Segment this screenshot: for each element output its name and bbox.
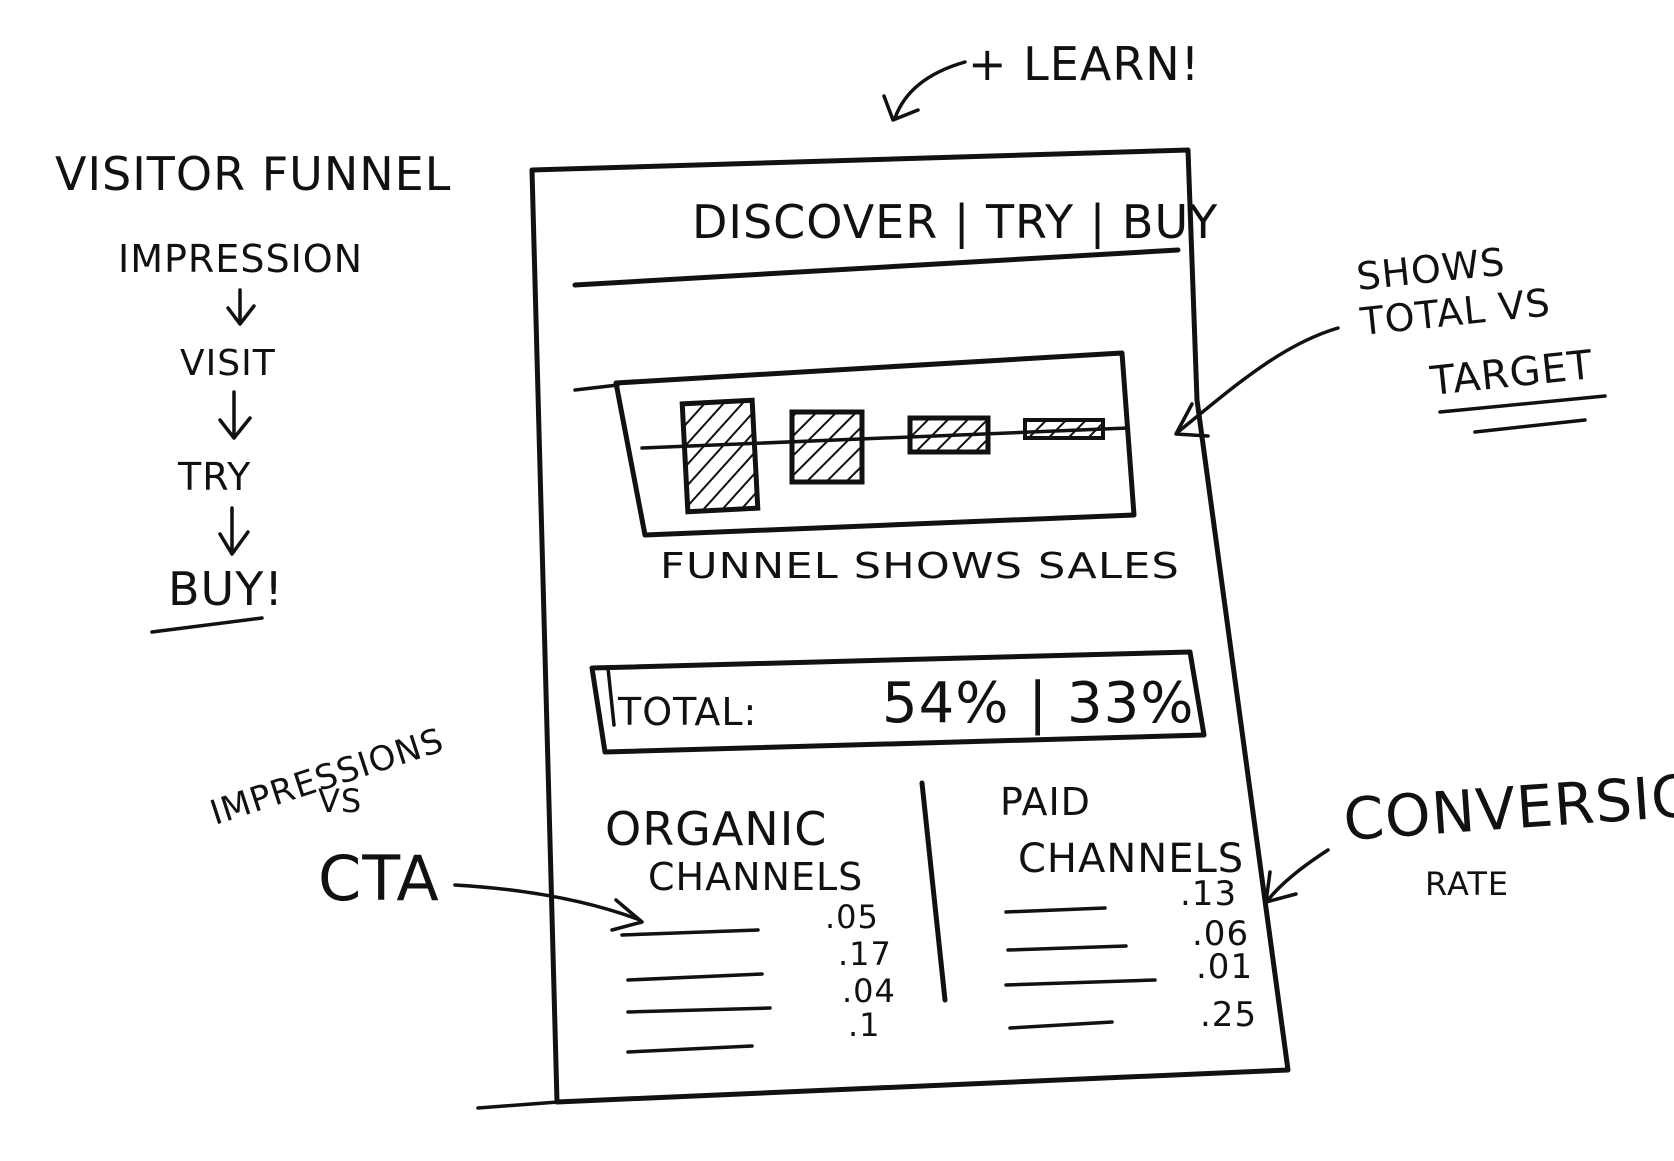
total-box (589, 649, 1207, 755)
visitor-funnel-title: Visitor Funnel (55, 147, 451, 201)
funnel-bar-try (907, 415, 991, 455)
conversion-note-line1: Conversion (1341, 758, 1674, 854)
total-values: 54% | 33% (882, 671, 1194, 736)
organic-row-line (620, 928, 760, 937)
mockup-header-title: Discover | Try | Buy (692, 195, 1218, 250)
paid-row-line (1004, 978, 1157, 987)
funnel-step-visit: Visit (180, 343, 276, 384)
organic-row-line (626, 972, 764, 982)
arrow-to-organic-icon (453, 883, 644, 932)
target-underline (1438, 394, 1607, 434)
paid-rate-4: .25 (1200, 995, 1257, 1035)
channels-divider (919, 780, 948, 1003)
funnel-chart-box (613, 350, 1137, 538)
ground-line (476, 1100, 560, 1110)
impressions-vs-cta-note: Impressions vs CTA (205, 720, 644, 932)
down-arrow-icon (218, 506, 250, 556)
organic-rate-1: .05 (825, 898, 879, 936)
visitor-funnel-notes: Visitor Funnel Impression Visit Try Buy! (55, 147, 451, 634)
paid-title-line1: Paid (1000, 780, 1091, 824)
organic-row-line (626, 1044, 754, 1054)
funnel-bars (679, 397, 1105, 515)
shows-total-note: Shows Total vs Target (1174, 240, 1607, 438)
paid-rate-2: .06 (1192, 914, 1249, 954)
organic-row-line (626, 1006, 772, 1014)
chart-axis-stub (573, 383, 620, 392)
paid-title-line2: Channels (1018, 836, 1244, 882)
paid-row-line (1008, 1020, 1114, 1030)
paid-rate-1: .13 (1180, 874, 1237, 914)
learn-note: + Learn! (882, 37, 1200, 122)
paid-channels-panel: Paid Channels .13 .06 .01 .25 (1000, 780, 1257, 1035)
funnel-bar-impression (679, 397, 761, 515)
paid-row-line (1004, 906, 1107, 914)
dashboard-mockup: Discover | Try | Buy Funnel Shows Sales … (476, 147, 1291, 1110)
arrow-to-mockup-icon (882, 60, 967, 122)
header-divider (572, 247, 1181, 288)
organic-rate-3: .04 (842, 972, 896, 1010)
paid-rate-3: .01 (1196, 947, 1253, 987)
down-arrow-icon (218, 390, 252, 440)
conversion-note-line2: Rate (1425, 865, 1509, 903)
funnel-caption: Funnel Shows Sales (660, 546, 1180, 587)
learn-note-text: + Learn! (968, 37, 1200, 91)
organic-title-line1: Organic (605, 802, 827, 856)
funnel-bar-buy (1023, 418, 1105, 440)
organic-rate-2: .17 (838, 935, 892, 973)
shows-note-line3: Target (1427, 342, 1595, 405)
conversion-rate-note: Conversion Rate (1264, 758, 1674, 904)
funnel-step-buy: Buy! (168, 562, 284, 616)
down-arrow-icon (226, 288, 256, 326)
underline-stroke (150, 616, 264, 634)
organic-channels-panel: Organic Channels .05 .17 .04 .1 (605, 802, 896, 1054)
impressions-note-line3: CTA (318, 842, 440, 915)
impressions-note-line2: vs (318, 782, 362, 820)
organic-title-line2: Channels (648, 855, 863, 899)
total-box-edge (606, 666, 616, 727)
funnel-bar-visit (789, 409, 865, 485)
organic-rate-4: .1 (848, 1006, 881, 1044)
funnel-step-impression: Impression (118, 237, 363, 281)
paid-row-line (1006, 944, 1128, 952)
total-label: Total: (617, 690, 757, 734)
arrow-to-chart-icon (1174, 326, 1340, 438)
funnel-step-try: Try (177, 455, 251, 499)
mockup-frame (529, 147, 1291, 1105)
arrow-to-paid-icon (1264, 848, 1330, 904)
